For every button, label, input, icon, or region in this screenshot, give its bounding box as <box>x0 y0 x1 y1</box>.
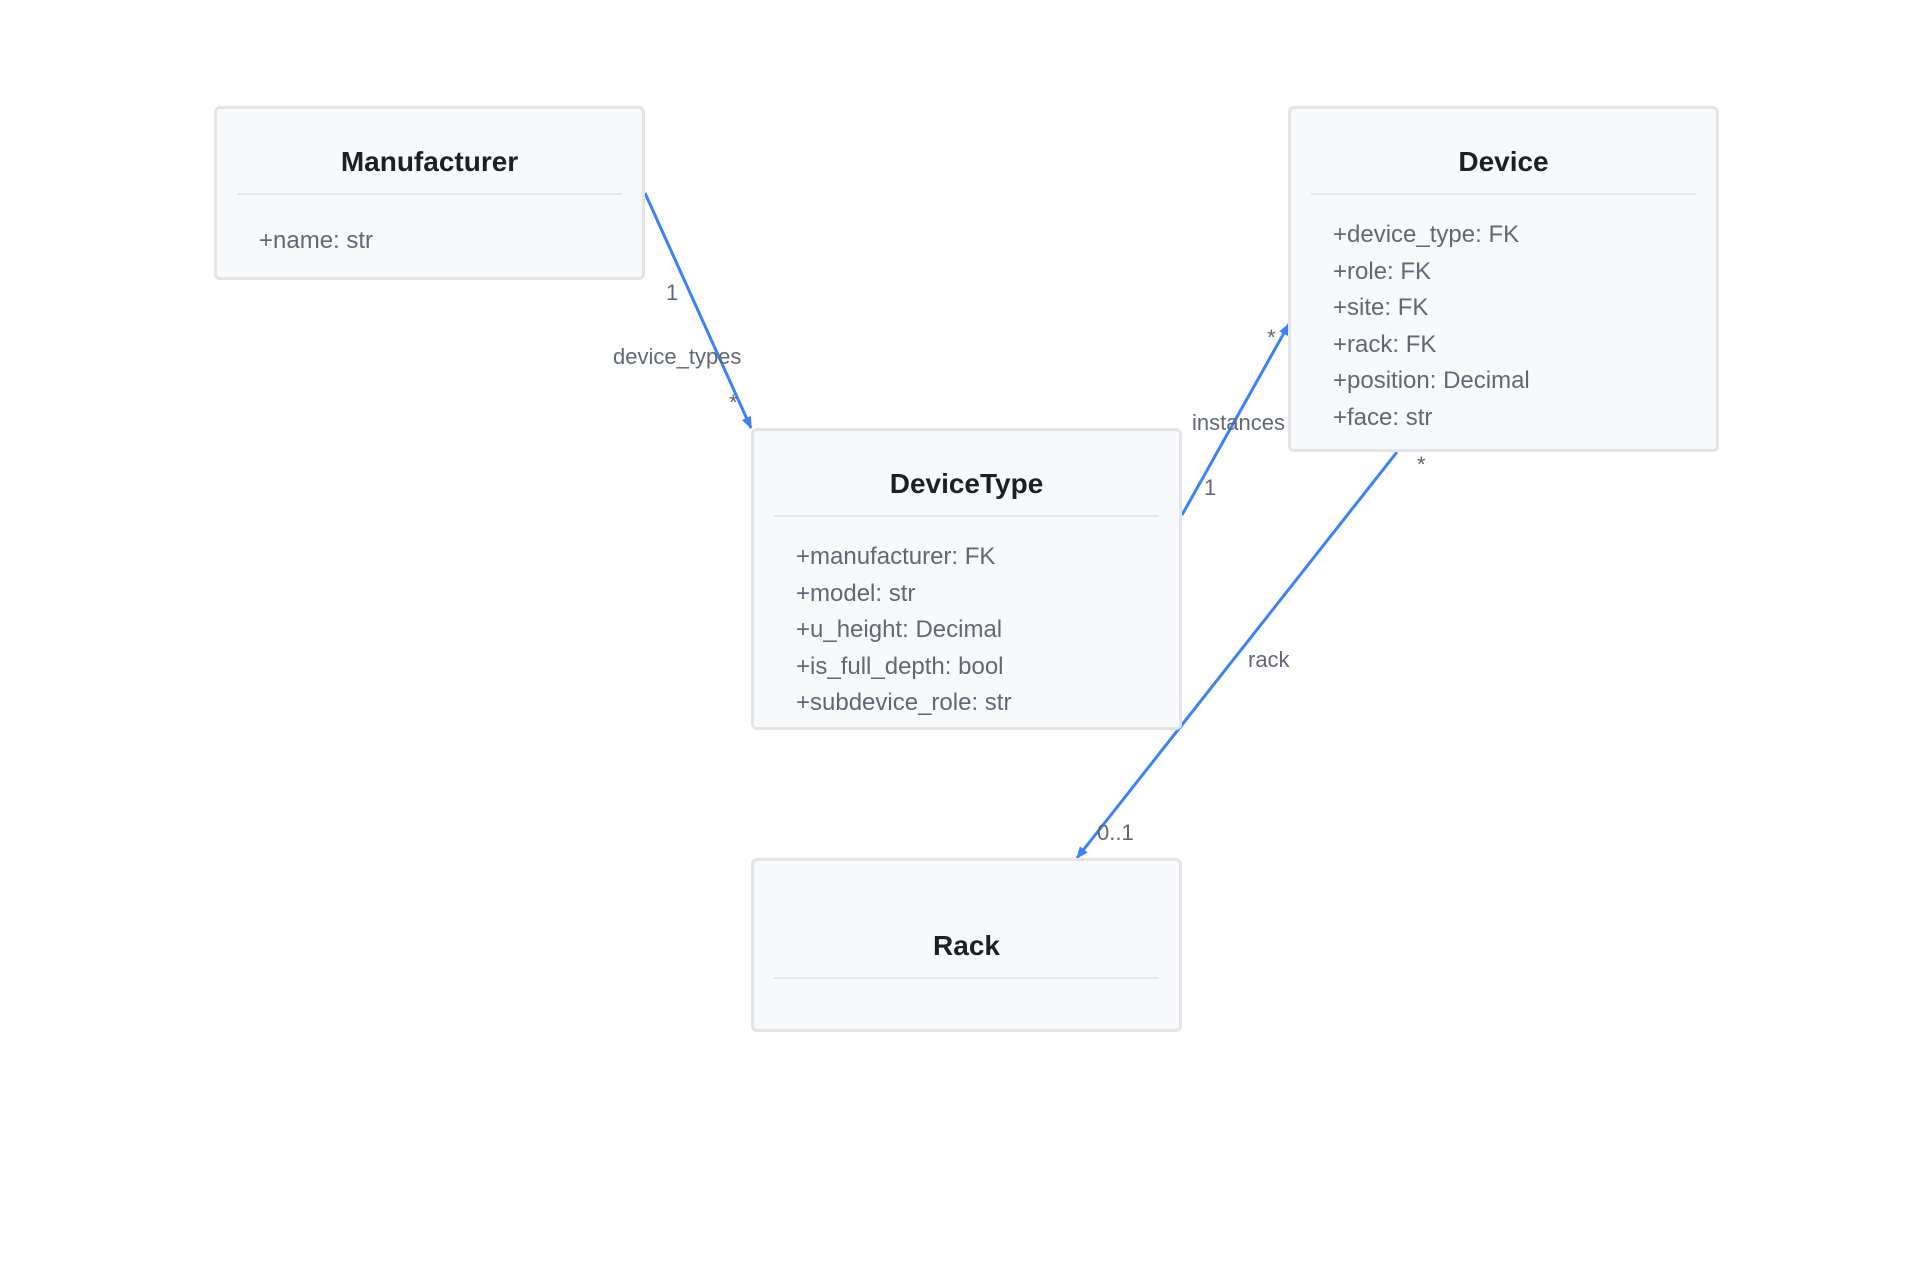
class-attribute: +model: str <box>796 579 916 607</box>
relation-instances[interactable]: instances 1 * <box>1180 323 1291 516</box>
relation-rack-to-multiplicity: 0..1 <box>1097 820 1134 845</box>
class-attribute: +face: str <box>1333 403 1433 431</box>
class-manufacturer-title: Manufacturer <box>340 146 519 177</box>
relation-rack-from-multiplicity: * <box>1417 452 1426 477</box>
class-manufacturer[interactable]: Manufacturer +name: str <box>214 106 645 280</box>
class-attribute: +rack: FK <box>1333 330 1437 358</box>
class-devicetype-title: DeviceType <box>889 468 1044 499</box>
class-devicetype-attributes: +manufacturer: FK +model: str +u_height:… <box>796 539 1011 722</box>
relation-rack-line[interactable] <box>1075 451 1399 859</box>
class-attribute: +role: FK <box>1333 257 1432 285</box>
class-device-attributes: +device_type: FK +role: FK +site: FK +ra… <box>1333 217 1530 437</box>
class-device[interactable]: Device +device_type: FK +role: FK +site:… <box>1288 106 1719 452</box>
relation-instances-to-multiplicity: * <box>1267 325 1276 350</box>
relation-device-types-label: device_types <box>613 344 741 369</box>
class-rack-divider <box>774 977 1159 979</box>
class-attribute: +device_type: FK <box>1333 221 1520 248</box>
relation-device-types[interactable]: device_types 1 * <box>613 192 753 429</box>
class-manufacturer-divider <box>237 193 622 195</box>
class-device-title: Device <box>1458 146 1549 177</box>
relation-instances-line[interactable] <box>1180 323 1291 516</box>
class-attribute: +subdevice_role: str <box>796 689 1012 717</box>
class-attribute: +site: FK <box>1333 294 1429 322</box>
class-attribute: +name: str <box>259 227 374 254</box>
class-rack[interactable]: Rack <box>751 858 1182 1032</box>
relation-rack[interactable]: rack * 0..1 <box>1075 451 1426 859</box>
class-devicetype-divider <box>774 515 1159 517</box>
relation-device-types-line[interactable] <box>643 192 753 429</box>
class-device-divider <box>1311 193 1696 195</box>
class-attribute: +position: Decimal <box>1333 367 1530 395</box>
relation-rack-label: rack <box>1248 647 1291 672</box>
class-devicetype[interactable]: DeviceType +manufacturer: FK +model: str… <box>751 428 1182 730</box>
relation-instances-from-multiplicity: 1 <box>1204 475 1216 500</box>
relation-instances-label: instances <box>1192 410 1285 435</box>
class-rack-title: Rack <box>933 930 1000 961</box>
class-attribute: +u_height: Decimal <box>796 616 1003 644</box>
class-manufacturer-attributes: +name: str <box>259 223 373 260</box>
class-attribute: +manufacturer: FK <box>796 543 996 570</box>
relation-device-types-from-multiplicity: 1 <box>666 280 678 305</box>
relation-device-types-to-multiplicity: * <box>729 390 738 415</box>
class-attribute: +is_full_depth: bool <box>796 652 1004 680</box>
